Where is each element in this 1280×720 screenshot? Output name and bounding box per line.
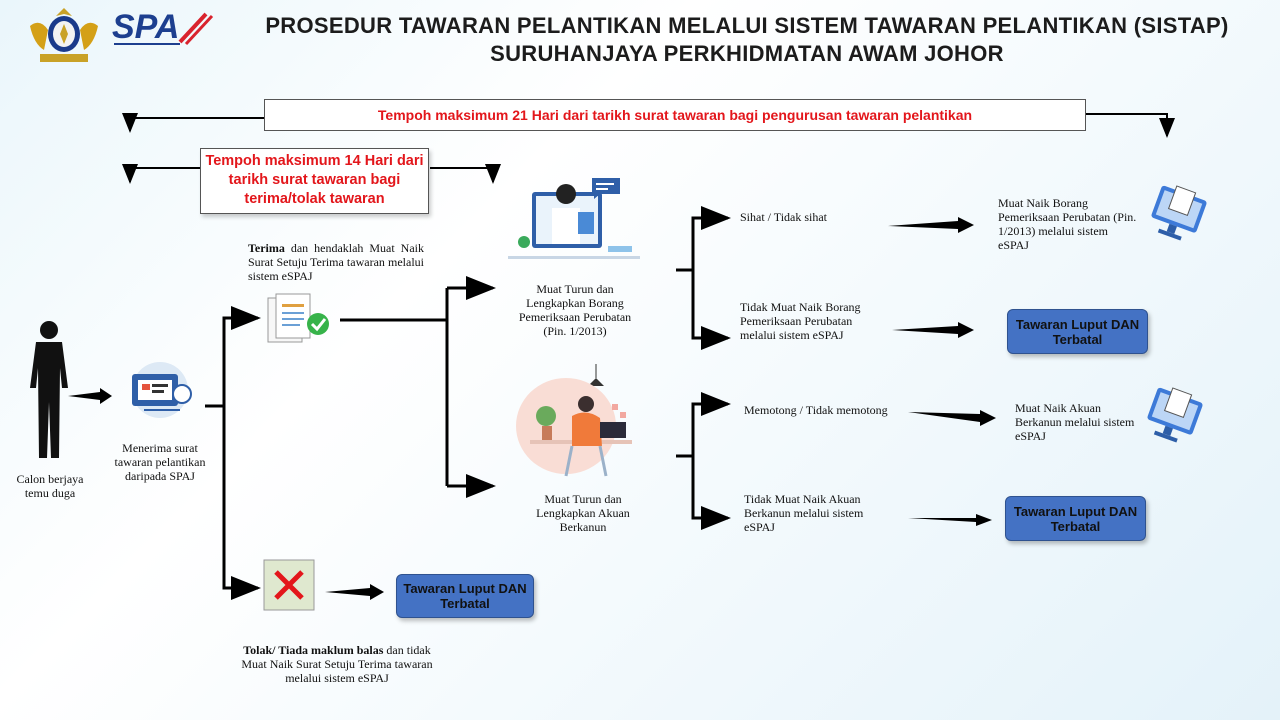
reject-label-rest: dan tidak Muat Naik Surat Setuju Terima …	[241, 643, 433, 685]
johor-crest-logo	[24, 4, 104, 66]
accept-label: Terima dan hendaklah Muat Naik Surat Set…	[248, 241, 424, 283]
office-worker-illustration-icon	[516, 364, 632, 482]
oath-form-label: Muat Turun dan Lengkapkan Akuan Berkanun	[536, 492, 630, 534]
lapsed-offer-button-reject: Tawaran Luput DAN Terbatal	[396, 574, 534, 618]
lapsed-offer-button-oath: Tawaran Luput DAN Terbatal	[1005, 496, 1146, 541]
reject-label: Tolak/ Tiada maklum balas dan tidak Muat…	[232, 643, 442, 685]
max-21-days-box: Tempoh maksimum 21 Hari dari tarikh sura…	[264, 99, 1086, 131]
page-subtitle: SURUHANJAYA PERKHIDMATAN AWAM JOHOR	[490, 41, 1004, 66]
candidate-label: Calon berjaya temu duga	[16, 472, 84, 500]
upload-medical-label: Muat Naik Borang Pemeriksaan Perubatan (…	[998, 196, 1137, 252]
max-14-days-box: Tempoh maksimum 14 Hari dari tarikh sura…	[200, 148, 429, 214]
no-oath-upload-label: Tidak Muat Naik Akuan Berkanun melalui s…	[744, 492, 864, 534]
accept-label-bold: Terima	[248, 241, 285, 255]
computer-upload-icon-oath	[1142, 382, 1206, 446]
upload-oath-label: Muat Naik Akuan Berkanun melalui sistem …	[1015, 401, 1135, 443]
receive-offer-label: Menerima surat tawaran pelantikan daripa…	[114, 441, 206, 483]
healthy-status-label: Sihat / Tidak sihat	[740, 210, 828, 224]
reject-label-bold: Tolak/ Tiada maklum balas	[243, 643, 384, 657]
lapsed-offer-button-medical: Tawaran Luput DAN Terbatal	[1007, 309, 1148, 354]
no-medical-upload-label: Tidak Muat Naik Borang Pemeriksaan Perub…	[740, 300, 861, 342]
candidate-person-icon	[26, 318, 72, 460]
computer-upload-icon	[1146, 180, 1210, 244]
cut-status-label: Memotong / Tidak memotong	[744, 403, 888, 417]
rejected-document-icon	[262, 558, 320, 614]
offer-letter-icon	[124, 360, 200, 420]
accept-label-rest: dan hendaklah Muat Naik Surat Setuju Ter…	[248, 241, 424, 283]
page-title: PROSEDUR TAWARAN PELANTIKAN MELALUI SIST…	[265, 13, 1229, 38]
spa-logo-text: SPA	[112, 8, 179, 46]
spa-logo: SPA	[110, 6, 214, 52]
approved-documents-icon	[262, 292, 340, 352]
doctor-illustration-icon	[508, 172, 640, 266]
medical-form-label: Muat Turun dan Lengkapkan Borang Pemerik…	[518, 282, 632, 338]
